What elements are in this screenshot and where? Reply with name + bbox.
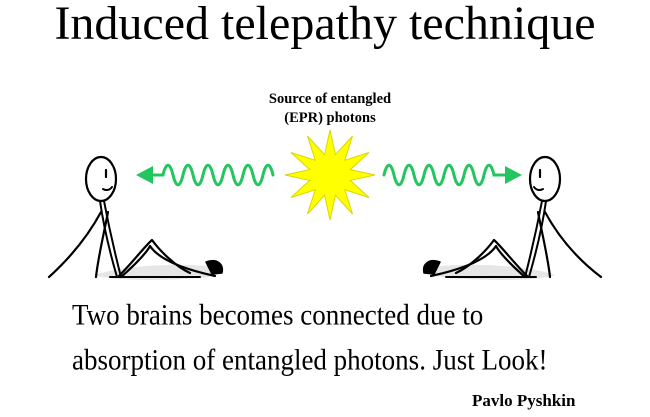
right-person-arm-front — [536, 210, 552, 279]
left-person-figure — [47, 155, 224, 280]
left-person-mouth — [102, 186, 113, 192]
left-person-arm-front — [94, 210, 110, 279]
left-person-torso — [99, 200, 122, 278]
photon-wave-right — [382, 163, 522, 187]
caption-line2: absorption of entangled photons. Just Lo… — [72, 343, 548, 376]
author-credit: Pavlo Pyshkin — [472, 391, 576, 410]
right-person-foot — [422, 260, 441, 275]
arrowhead-right — [505, 166, 522, 184]
left-person-arm-back — [47, 210, 103, 279]
page-title: Induced telepathy technique — [54, 0, 596, 50]
right-person-arm-back — [543, 210, 603, 279]
left-person-head — [84, 155, 118, 203]
left-person-foot — [205, 260, 224, 275]
right-person-leg-2 — [429, 244, 527, 279]
right-person-head — [528, 155, 562, 203]
right-person-mouth — [533, 186, 544, 192]
source-label-line2: (EPR) photons — [284, 110, 376, 126]
photon-source-star — [284, 129, 376, 221]
source-label-line1: Source of entangled — [268, 91, 392, 107]
source-label: Source of entangled (EPR) photons — [220, 90, 440, 128]
right-person-torso — [524, 200, 547, 278]
photon-wave-left — [136, 163, 275, 187]
caption-line1: Two brains becomes connected due to — [72, 298, 484, 331]
right-person-figure — [422, 155, 603, 280]
arrowhead-left — [136, 166, 153, 184]
left-person-leg-2 — [119, 244, 217, 279]
